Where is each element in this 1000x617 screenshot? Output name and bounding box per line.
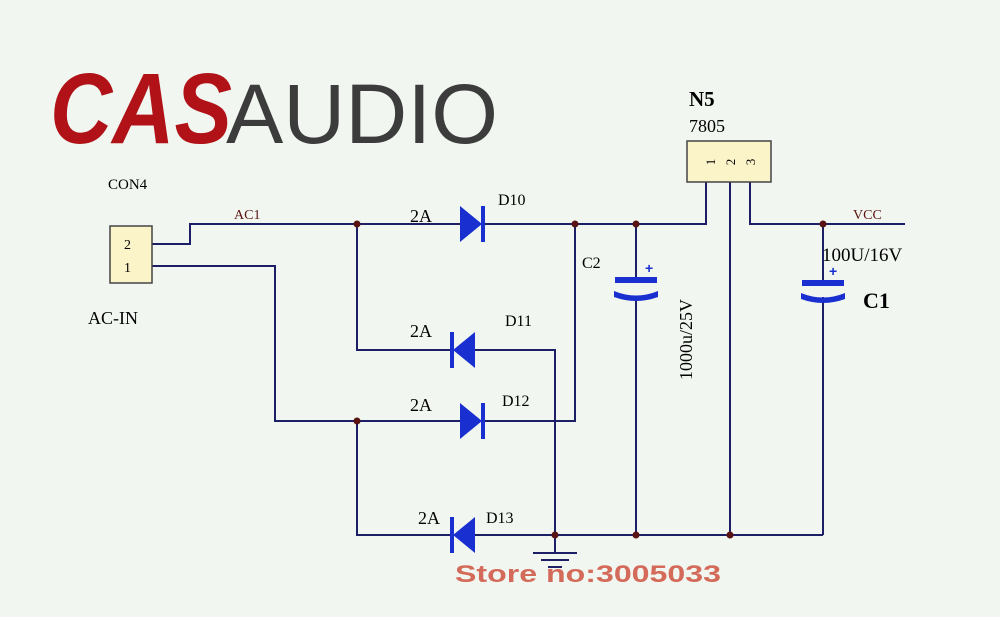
- regulator-ref: N5: [689, 87, 715, 111]
- regulator-n5: N5 7805 1 2 3: [686, 87, 772, 183]
- net-label-vcc: VCC: [853, 208, 882, 223]
- junction-dot: [571, 220, 579, 228]
- diode-ref: D10: [498, 192, 526, 209]
- wire-ac1: [152, 223, 460, 245]
- junction-dot: [551, 531, 559, 539]
- diode-ref: D11: [505, 313, 532, 330]
- junction-dot: [632, 220, 640, 228]
- junction-dot: [819, 220, 827, 228]
- junctions: [353, 220, 827, 539]
- diode-d10: 2A D10: [410, 192, 526, 242]
- junction-dot: [632, 531, 640, 539]
- wire-top-rail: [485, 182, 707, 225]
- diode-body: [460, 403, 482, 439]
- regulator-part: 7805: [689, 116, 725, 136]
- junction-dot: [353, 220, 361, 228]
- diode-rating: 2A: [410, 206, 432, 226]
- net-label-ac1: AC1: [234, 208, 260, 223]
- wire-d13-in: [356, 421, 450, 536]
- connector-label: AC-IN: [88, 308, 138, 328]
- connector-con4: 2 1 CON4 AC-IN: [88, 177, 153, 328]
- connector-name: CON4: [108, 177, 148, 193]
- junction-dot: [726, 531, 734, 539]
- capacitor-polarity-mark: +: [645, 260, 653, 276]
- wire-d12-out: [485, 224, 576, 422]
- capacitor-plate-positive: [615, 277, 657, 283]
- regulator-pin-2: 2: [723, 159, 738, 166]
- capacitor-value: 100U/16V: [822, 245, 903, 266]
- capacitor-c2: + C2 1000u/25V: [582, 255, 696, 380]
- regulator-pin-3: 3: [743, 159, 758, 166]
- capacitor-ref: C1: [863, 288, 890, 313]
- capacitor-polarity-mark: +: [829, 263, 837, 279]
- diode-ref: D13: [486, 510, 514, 527]
- diode-d11: 2A D11: [410, 313, 532, 368]
- wires: [152, 182, 905, 568]
- junction-dot: [353, 417, 361, 425]
- brand-logo: CAS AUDIO: [50, 53, 498, 165]
- connector-pin-2: 2: [124, 238, 131, 253]
- connector-pin-1: 1: [124, 261, 131, 276]
- logo-audio: AUDIO: [226, 67, 498, 161]
- diode-rating: 2A: [410, 321, 432, 341]
- capacitor-plate-negative: [801, 293, 845, 303]
- diode-rating: 2A: [418, 508, 440, 528]
- wire-d11-anode: [356, 224, 450, 351]
- connector-body: [109, 225, 153, 284]
- store-watermark: Store no:3005033: [455, 561, 721, 588]
- diode-body: [453, 332, 475, 368]
- diode-d13: 2A D13: [418, 508, 514, 553]
- capacitor-plate-negative: [614, 291, 658, 301]
- capacitor-c1: + 100U/16V C1: [801, 245, 903, 313]
- diode-body: [453, 517, 475, 553]
- diode-body: [460, 206, 482, 242]
- capacitor-value: 1000u/25V: [676, 299, 696, 380]
- diode-ref: D12: [502, 393, 530, 410]
- wire-d11-out: [475, 349, 556, 535]
- diode-d12: 2A D12: [410, 393, 530, 439]
- diode-rating: 2A: [410, 395, 432, 415]
- regulator-pin-1: 1: [703, 159, 718, 166]
- wire-vcc: [749, 182, 905, 225]
- wire-ac2: [152, 265, 460, 422]
- capacitor-ref: C2: [582, 255, 601, 272]
- regulator-body: [686, 140, 772, 183]
- logo-cas: CAS: [50, 53, 232, 165]
- capacitor-plate-positive: [802, 280, 844, 286]
